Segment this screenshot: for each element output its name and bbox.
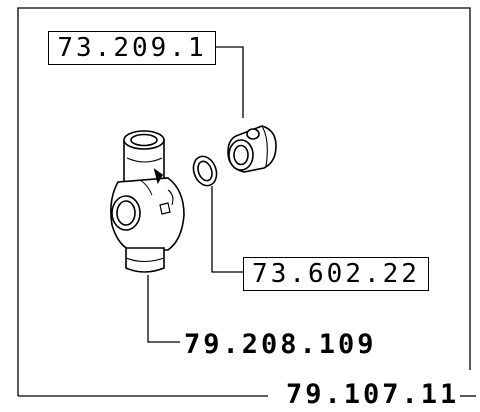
frame-border — [17, 7, 471, 396]
label-cross-body: 79.208.109 — [184, 329, 377, 360]
gasket-part — [192, 155, 218, 187]
label-assembly: 79.107.11 — [286, 379, 460, 410]
callout-gasket: 73.602.22 — [243, 257, 429, 291]
leader-cross-body — [147, 275, 180, 343]
ring-cap-part — [227, 125, 277, 173]
leader-gasket — [211, 186, 243, 273]
leader-ring-cap — [215, 46, 244, 118]
cross-body-part — [110, 130, 185, 273]
callout-ring-cap: 73.209.1 — [48, 31, 216, 65]
